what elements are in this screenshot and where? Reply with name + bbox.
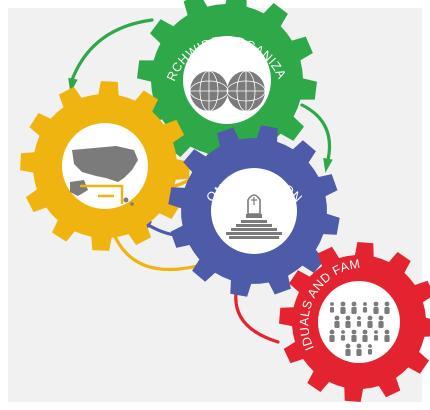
person-head	[351, 329, 357, 335]
person-body	[329, 307, 335, 313]
cross	[251, 197, 257, 205]
person-body	[367, 321, 373, 328]
person-head	[368, 344, 372, 348]
people-crowd-icon	[329, 301, 390, 356]
globe-grid	[190, 71, 228, 111]
altar-step	[241, 220, 267, 223]
person-body	[384, 335, 390, 342]
person-body	[378, 321, 384, 328]
person-head	[378, 315, 384, 321]
world-map-icon	[189, 70, 266, 112]
arrow-synods-to-congregations	[111, 230, 207, 272]
altar-step	[236, 224, 272, 227]
person-head	[345, 343, 351, 349]
person-head	[373, 301, 379, 307]
person-body	[340, 335, 346, 341]
person-head	[357, 316, 361, 320]
altar-step	[226, 232, 282, 235]
person-body	[373, 335, 379, 341]
person-body	[334, 321, 340, 328]
arrow-churchwide-to-congregations	[300, 103, 332, 162]
globe-grid	[227, 71, 265, 111]
person-head	[334, 315, 340, 321]
arrow-churchwide-to-congregations-head	[323, 157, 333, 173]
person-body	[384, 307, 390, 314]
synods-label: SYNODS	[74, 127, 136, 148]
us-map-icon	[70, 146, 138, 206]
person-head	[363, 302, 367, 306]
altar-step	[231, 228, 277, 231]
person-head	[374, 330, 378, 334]
globe-parallel	[226, 80, 266, 102]
hawaii-small	[130, 202, 134, 206]
arch	[247, 194, 261, 215]
person-body	[351, 307, 357, 314]
person-body	[362, 335, 368, 342]
globe-meridian	[199, 70, 219, 112]
person-head	[351, 301, 357, 307]
person-body	[345, 349, 351, 356]
alaska	[70, 180, 88, 196]
hawaii	[123, 197, 129, 203]
region-lines	[80, 184, 124, 204]
altar-table	[246, 214, 262, 218]
person-head	[362, 329, 368, 335]
person-head	[384, 329, 390, 335]
us-mainland	[72, 146, 138, 182]
person-head	[356, 343, 362, 349]
person-head	[345, 315, 351, 321]
person-head	[367, 315, 373, 321]
church-altar-icon	[226, 194, 282, 239]
person-body	[356, 349, 362, 356]
person-head	[384, 301, 390, 307]
person-body	[345, 321, 351, 328]
person-head	[330, 302, 334, 306]
person-head	[340, 301, 346, 307]
arrow-churchwide-to-synods	[70, 18, 154, 82]
person-body	[329, 335, 335, 342]
altar-base	[229, 236, 279, 239]
person-head	[329, 329, 335, 335]
congregations-gear	[168, 125, 340, 297]
person-body	[367, 349, 373, 355]
person-body	[362, 307, 368, 313]
person-head	[341, 330, 345, 334]
globe-meridian	[236, 70, 256, 112]
person-body	[340, 307, 346, 314]
person-body	[356, 321, 362, 327]
person-body	[351, 335, 357, 342]
person-body	[373, 307, 379, 314]
